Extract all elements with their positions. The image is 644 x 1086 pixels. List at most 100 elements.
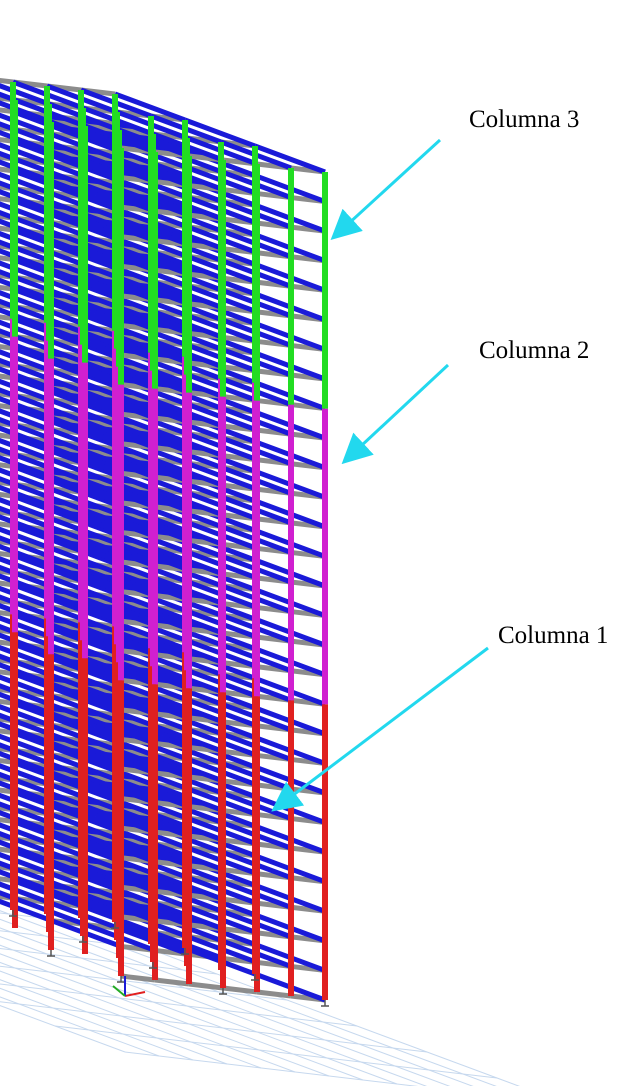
support-icon (219, 988, 227, 995)
beam-x (0, 462, 14, 469)
beam-x (0, 669, 14, 676)
ground-grid-line (124, 1051, 419, 1086)
callout-arrow (330, 138, 442, 241)
beam-y (0, 594, 16, 606)
ground-grid-line (54, 1025, 498, 1079)
beam-y (0, 417, 16, 428)
ground-grid-line (0, 996, 160, 1057)
beam-y (0, 180, 16, 192)
support-symbols (9, 910, 329, 1007)
beam-y (0, 712, 16, 724)
beam-x (0, 284, 14, 292)
label-column-3: Columna 3 (469, 106, 580, 133)
beam-x (0, 580, 14, 588)
ground-grid-line (0, 947, 218, 975)
beam-x (0, 610, 14, 617)
ground-grid-line (0, 983, 358, 1027)
beam-y (0, 210, 16, 221)
beam-y (0, 239, 16, 251)
beam-y (0, 298, 16, 310)
support-icon (47, 950, 55, 957)
beam-x (0, 77, 14, 85)
building-frame (0, 77, 328, 1003)
callout-arrow (271, 646, 489, 812)
beam-x (0, 787, 14, 795)
ground-grid-line (0, 910, 474, 1086)
beam-x (222, 985, 258, 995)
beam-y (0, 91, 16, 103)
beam-x (0, 166, 14, 174)
beam-y (0, 683, 16, 694)
ground-grid-line (0, 930, 148, 949)
axis-x-icon (124, 991, 146, 997)
beam-y (0, 357, 16, 369)
beam-x (0, 196, 14, 203)
beam-y (0, 771, 16, 783)
ground-grid (0, 894, 520, 1086)
ground-grid-line (0, 970, 262, 1069)
beam-y (0, 121, 16, 132)
beam-x (0, 225, 14, 233)
axis-triad-icon (112, 976, 146, 997)
beam-x (0, 521, 14, 529)
label-column-2: Columna 2 (479, 337, 590, 364)
beam-x (0, 314, 14, 322)
beam-y (0, 387, 16, 399)
support-icon (149, 962, 157, 969)
support-icon (251, 974, 259, 981)
beam-y (184, 117, 256, 149)
label-column-1: Columna 1 (498, 622, 609, 649)
beam-x (0, 551, 14, 558)
beam-y (0, 535, 16, 546)
ground-grid-line (0, 987, 194, 1061)
beam-x (0, 255, 14, 262)
beam-x (120, 973, 156, 983)
ground-grid-line (0, 1005, 126, 1053)
ground-grid-line (0, 979, 228, 1065)
support-icon (321, 1000, 329, 1007)
ground-grid-line (0, 912, 78, 923)
beam-y (254, 143, 326, 175)
beam-x (0, 344, 14, 351)
beam-y (0, 742, 16, 753)
beam-x (0, 846, 14, 854)
beam-x (0, 876, 14, 883)
beam-x (0, 403, 14, 410)
support-icon (9, 910, 17, 917)
support-icon (181, 948, 189, 955)
beam-y (0, 505, 16, 517)
axis-y-icon (112, 985, 126, 997)
beam-x (0, 817, 14, 824)
beam-y (0, 328, 16, 339)
beam-y (0, 860, 16, 872)
beam-x (0, 137, 14, 144)
beam-y (0, 801, 16, 813)
beam-y (0, 446, 16, 458)
beam-x (0, 728, 14, 736)
support-icon (117, 976, 125, 983)
support-icon (79, 936, 87, 943)
beam-x (154, 977, 190, 987)
beam-x (0, 107, 14, 115)
beam-y (0, 150, 16, 162)
beam-x (0, 698, 14, 706)
callout-arrows (271, 138, 489, 812)
beam-x (0, 758, 14, 765)
beam-y (0, 890, 16, 901)
beam-y (0, 564, 16, 576)
support-icon (111, 922, 119, 929)
beam-y (0, 831, 16, 842)
beam-x (0, 639, 14, 647)
beam-x (256, 989, 292, 999)
ground-grid-line (0, 965, 288, 1001)
callout-arrow (341, 363, 450, 465)
beam-y (114, 91, 186, 123)
beam-x (188, 981, 224, 991)
beam-y (0, 476, 16, 487)
beam-y (0, 624, 16, 635)
beam-x (0, 432, 14, 440)
ground-grid-line (0, 1001, 428, 1053)
beam-y (0, 653, 16, 665)
beam-y (0, 269, 16, 280)
beam-x (0, 373, 14, 381)
